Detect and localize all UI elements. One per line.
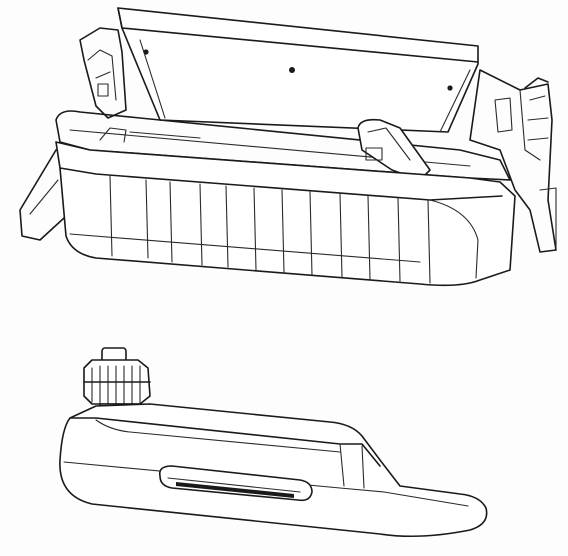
handle-body [59,403,488,538]
right-frame [469,69,557,253]
tank-body [55,141,516,287]
left-bracket [79,27,127,119]
left-strut [19,149,65,241]
grip-slot [158,465,313,502]
handle-with-gear-knob-drawing [59,347,488,538]
print-head [357,118,431,181]
carriage-assembly-drawing [19,7,557,287]
back-panel [117,7,479,133]
